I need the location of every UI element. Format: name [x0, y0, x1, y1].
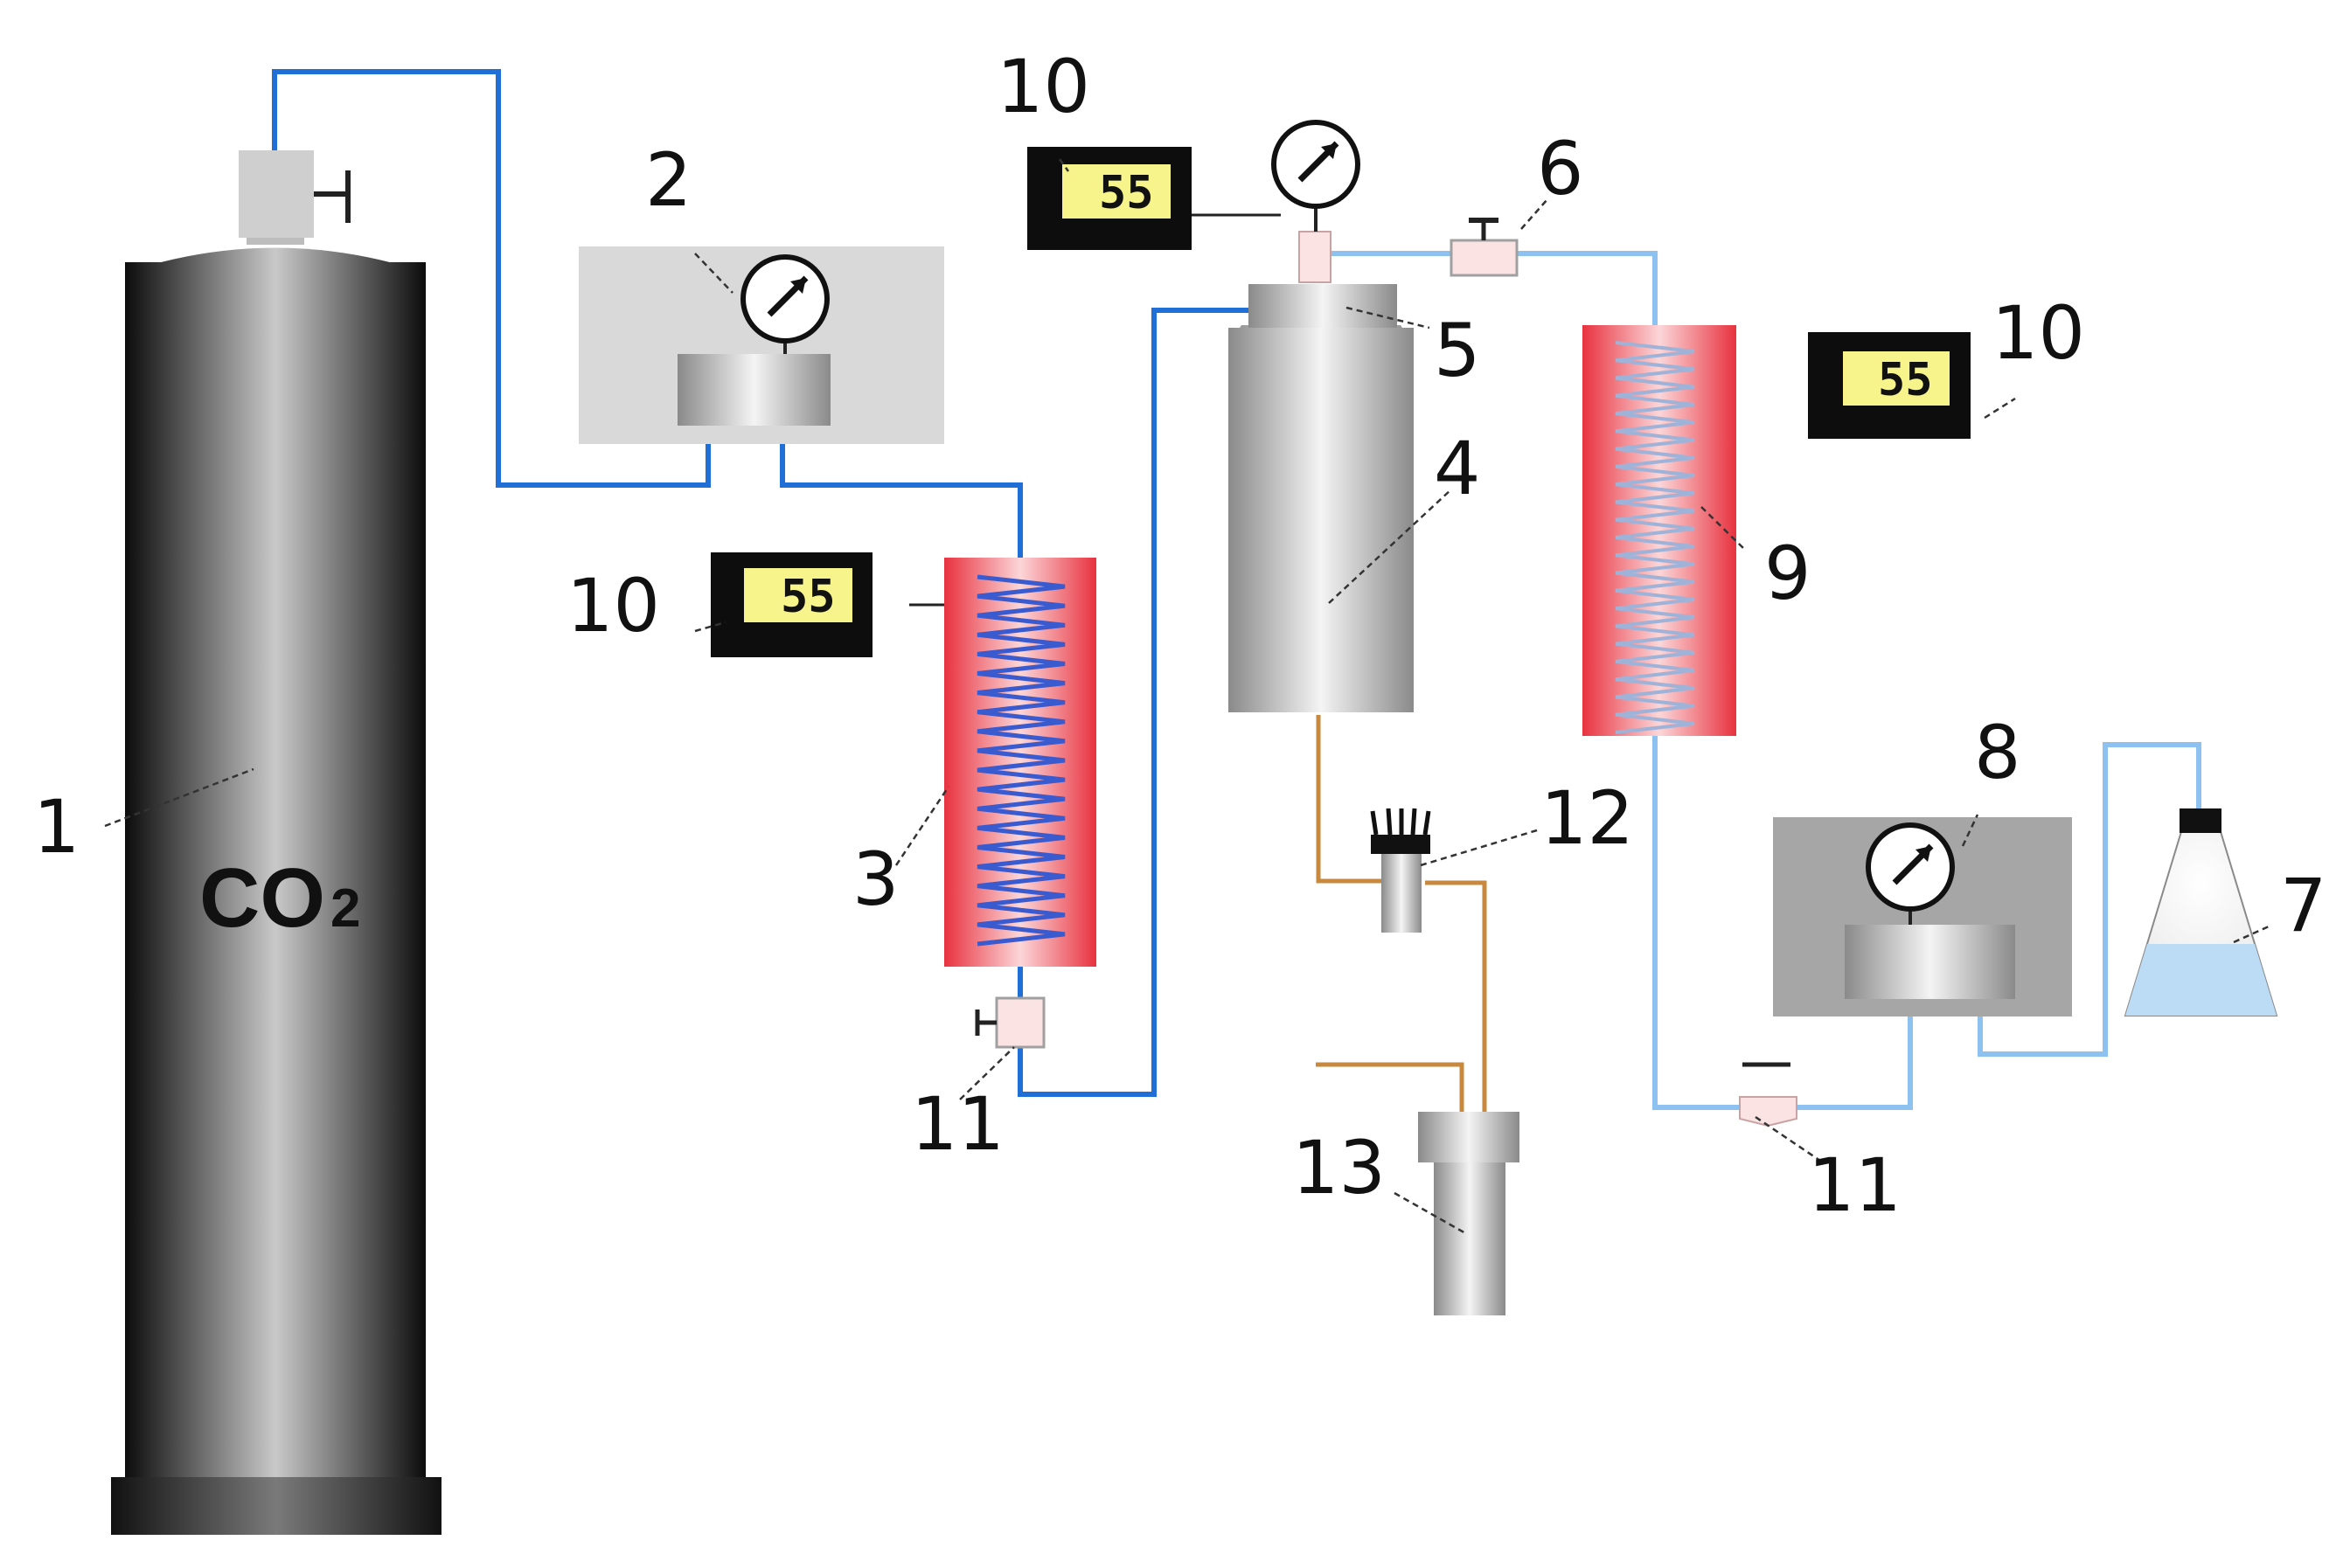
- vessel-shoulder: [1228, 325, 1414, 345]
- flask-liquid: [2125, 944, 2277, 1016]
- sampler-body: [1381, 852, 1422, 933]
- sampler-fins: [1370, 808, 1431, 836]
- vessel-lid: [1248, 284, 1397, 328]
- label-10-right: 10: [1992, 290, 2085, 376]
- label-3: 3: [852, 836, 899, 922]
- display-reading: 55: [1099, 167, 1154, 219]
- separator-heater-coil: [1582, 325, 1736, 736]
- display-reading: 55: [781, 571, 836, 623]
- heating-coil-icon: [977, 574, 1066, 947]
- display-screen: [1062, 164, 1171, 219]
- display-screen: [744, 568, 852, 622]
- pressure-gauge-icon: [1866, 822, 1955, 912]
- pipe-cylinder-to-pump: [272, 69, 711, 488]
- label-5: 5: [1434, 308, 1480, 393]
- collector-body: [1434, 1162, 1505, 1315]
- co2-subscript: 2: [330, 878, 360, 939]
- label-4: 4: [1434, 426, 1480, 511]
- pump-body: [1845, 925, 2015, 999]
- label-10-left: 10: [567, 563, 660, 649]
- pipe-valve6-to-heater9: [1517, 251, 1658, 336]
- separator-pump: [1773, 817, 2072, 1016]
- collection-flask: [2124, 808, 2278, 1016]
- label-9: 9: [1764, 531, 1811, 616]
- gas-cylinder-icon: [125, 262, 426, 1495]
- pipe-pump8-to-flask: [1978, 742, 2201, 1057]
- leader-lines: [104, 158, 2270, 1236]
- pipe-collector-line: [1425, 880, 1487, 1112]
- co2-gas-cylinder: CO 2: [111, 150, 441, 1535]
- co2-formula: CO: [199, 851, 325, 945]
- label-6: 6: [1537, 126, 1583, 212]
- extraction-vessel: [1191, 120, 1414, 712]
- label-7: 7: [2280, 863, 2326, 948]
- display-reading: 55: [1878, 354, 1933, 406]
- cylinder-base: [111, 1477, 441, 1535]
- temperature-display: 55: [1808, 332, 1971, 439]
- valve-icon: [1739, 1096, 1797, 1127]
- temperature-display: 55: [711, 552, 873, 657]
- pressure-gauge-icon: [1271, 120, 1360, 209]
- valve-icon: [995, 996, 1046, 1049]
- label-8: 8: [1974, 710, 2020, 795]
- sampling-valve: [1370, 808, 1431, 933]
- label-11-left: 11: [911, 1081, 1005, 1167]
- sampler-cap: [1371, 835, 1430, 854]
- back-pressure-valve: [1450, 218, 1519, 277]
- extract-collector-tube: [1418, 1112, 1519, 1315]
- collector-cap: [1418, 1112, 1519, 1162]
- pipe-vessel-outlet: [1316, 715, 1390, 884]
- pipe-valve-to-vessel: [1018, 308, 1250, 1097]
- pump-body: [678, 354, 831, 426]
- label-13: 13: [1292, 1125, 1386, 1211]
- cylinder-valve: [239, 150, 314, 238]
- vessel-body: [1228, 328, 1414, 712]
- label-10-top: 10: [997, 44, 1090, 129]
- valve-icon: [1450, 239, 1519, 277]
- display-screen: [1843, 351, 1950, 406]
- pipe-collector-inlet: [1316, 1062, 1464, 1112]
- vessel-outlet-port: [1298, 231, 1331, 283]
- component-labels: 1 2 3 4 5 6 7 8 9 10 10 10 11 11 12 13: [33, 44, 2326, 1228]
- preheater-coil: [944, 558, 1096, 967]
- co2-pump: [579, 246, 944, 444]
- outlet-check-valve: [1739, 1062, 1797, 1127]
- cylinder-shoulder: [125, 247, 426, 288]
- pressure-gauge-icon: [740, 254, 830, 343]
- temperature-display: 55: [1027, 147, 1192, 250]
- label-1: 1: [33, 784, 80, 870]
- pipe-heater9-to-valve11: [1652, 734, 1749, 1110]
- flask-stopper: [2180, 808, 2221, 833]
- label-2: 2: [645, 137, 692, 223]
- label-11-right: 11: [1808, 1142, 1902, 1228]
- inlet-check-valve: [975, 996, 1046, 1049]
- heating-coil-icon: [1615, 341, 1695, 734]
- label-12: 12: [1540, 775, 1634, 861]
